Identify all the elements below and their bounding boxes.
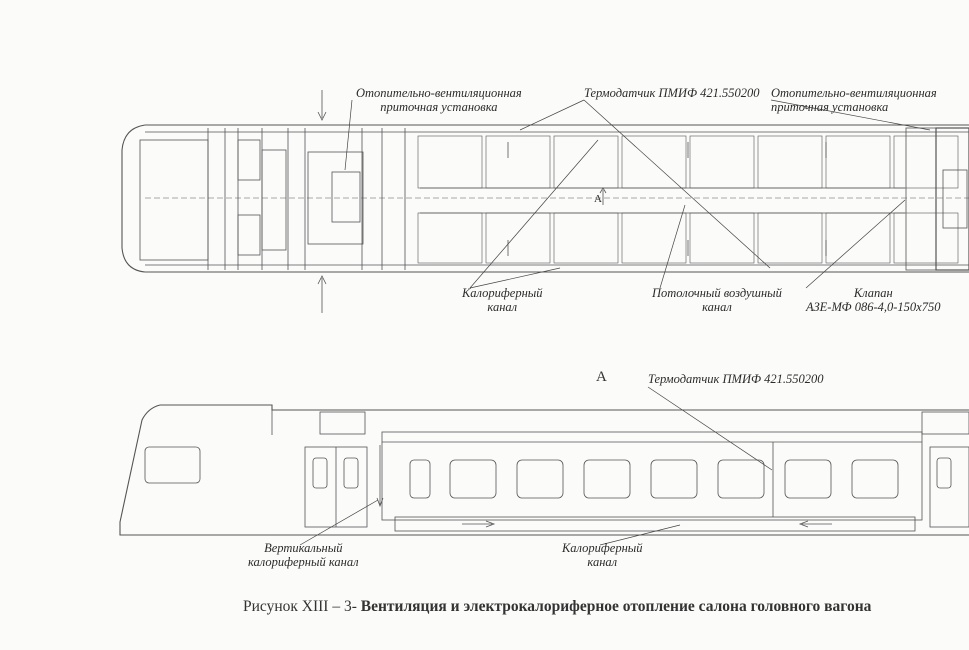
plan-cab-equipment [261,149,287,251]
plan-unit-left-body [307,151,364,245]
label-sensor-top: Термодатчик ПМИФ 421.550200 [584,86,760,100]
plan-section-arrowhead [599,187,607,194]
plan-duct-cell [417,135,483,189]
leader-line [599,524,681,546]
side-nose [119,404,969,536]
side-window [717,459,765,499]
label-heater-channel-side: Калориферный канал [562,541,643,569]
label-vertical-channel: Вертикальный калориферный канал [248,541,359,569]
plan-duct-cell [689,212,755,264]
side-flow-arrowhead [485,520,496,528]
plan-duct-cell [893,212,959,264]
side-window [583,459,631,499]
plan-unit-right-body [935,127,969,271]
plan-inner-walls [145,131,969,266]
plan-duct-cell [825,212,891,264]
side-door-window [936,457,952,489]
plan-air-inlet-top-head [317,111,327,121]
side-window-small [409,459,431,499]
leader-line [299,499,379,546]
side-door-window [343,457,359,489]
side-saloon-body [381,431,923,521]
leader-line [344,99,353,171]
plan-duct-cell [621,212,687,264]
label-unit-right: Отопительно-вентиляционная приточная уст… [771,86,937,114]
side-view [119,404,969,536]
side-window [449,459,497,499]
leader-line [805,199,906,289]
label-valve: Клапан АЗЕ-МФ 086-4,0-150x750 [806,286,941,314]
plan-duct-cell [893,135,959,189]
leader-line [659,204,686,289]
label-heater-channel-plan: Калориферный канал [462,286,543,314]
leader-lines [299,99,931,546]
plan-cab-box [237,139,261,181]
leader-line [469,139,599,289]
plan-duct-cell [417,212,483,264]
side-door-window [312,457,328,489]
side-vertical-channel-head [376,497,384,508]
label-section-arrow: А [594,193,602,205]
leader-line [519,99,585,131]
plan-duct-cell [485,212,551,264]
leader-line [647,386,773,471]
side-roof [160,404,969,411]
side-door-right [929,446,969,528]
side-window [784,459,832,499]
side-window [516,459,564,499]
plan-duct-cell [485,135,551,189]
plan-hull-outline [121,124,969,273]
side-roof-unit [319,411,366,435]
label-ceiling-duct: Потолочный воздушный канал [652,286,782,314]
leader-line [469,267,561,289]
plan-duct-cell [553,212,619,264]
plan-duct-cell [689,135,755,189]
plan-duct-cell [757,135,823,189]
side-window [650,459,698,499]
side-cab-window [144,446,201,484]
plan-unit-right-frame [905,127,937,271]
plan-duct-cell [621,135,687,189]
side-window [851,459,899,499]
plan-unit-left-core [331,171,361,223]
plan-cab-box [237,214,261,256]
plan-cab-console [139,139,209,261]
label-unit-left: Отопительно-вентиляционная приточная уст… [356,86,522,114]
leader-line [583,99,771,269]
plan-duct-cell [825,135,891,189]
side-roof-unit-right [921,411,969,435]
label-sensor-side: Термодатчик ПМИФ 421.550200 [648,372,824,386]
plan-unit-right-core [942,169,968,229]
caption-prefix: Рисунок XIII – 3- [243,598,361,615]
figure-caption: Рисунок XIII – 3- Вентиляция и электрока… [243,598,871,616]
view-letter: А [596,369,607,385]
plan-duct-cell [757,212,823,264]
caption-title: Вентиляция и электрокалориферное отоплен… [360,598,872,615]
leader-line [770,99,931,131]
side-flow-arrowhead [798,520,809,528]
plan-air-inlet-bottom-head [317,275,327,285]
plan-view [121,90,969,313]
